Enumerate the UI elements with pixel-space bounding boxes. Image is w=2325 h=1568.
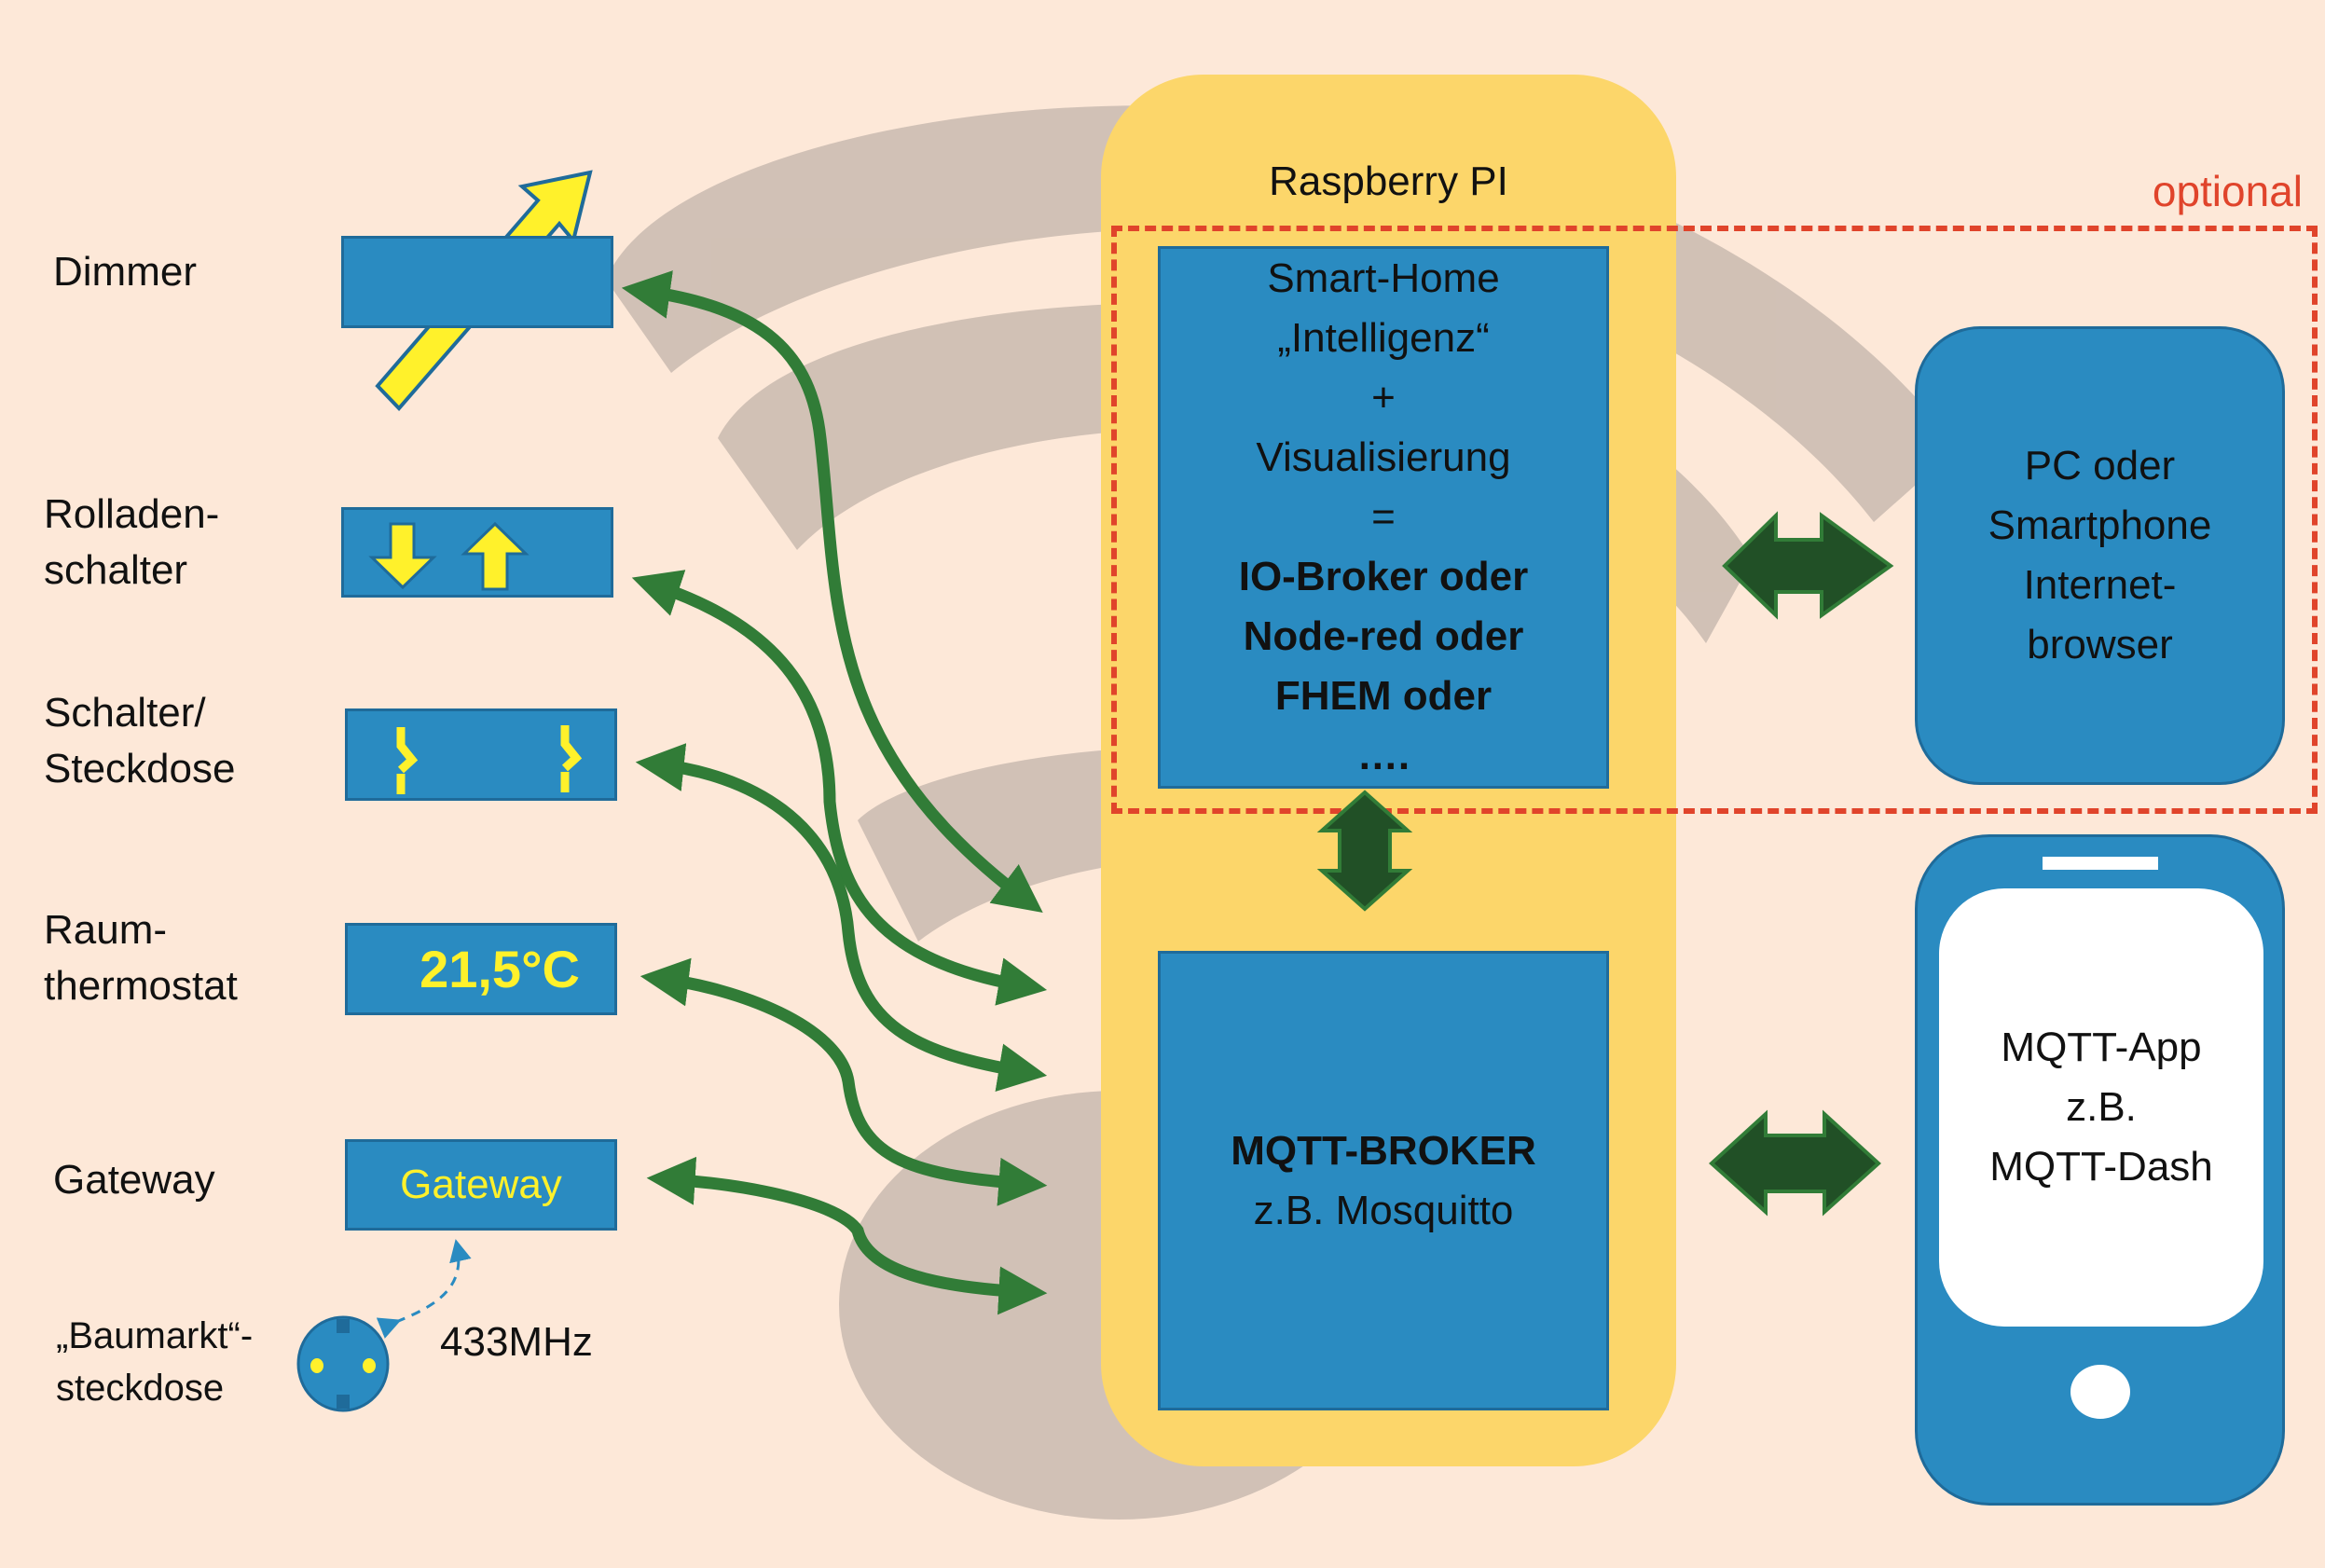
pc-line: Smartphone: [1988, 502, 2212, 548]
phone-speaker-icon: [2043, 857, 2158, 870]
pc-line: browser: [2027, 622, 2173, 667]
thermostat-display: 21,5°C: [420, 940, 580, 998]
switch-socket-device[interactable]: [345, 708, 617, 801]
mqtt-broker-box[interactable]: MQTT-BROKER z.B. Mosquitto: [1158, 951, 1609, 1410]
down-up-arrows-icon: [368, 521, 530, 591]
device-label-gateway: Gateway: [53, 1157, 215, 1203]
raspberry-pi-title: Raspberry PI: [1269, 158, 1508, 204]
frequency-label: 433MHz: [440, 1319, 593, 1365]
device-label-thermostat: Raum- thermostat: [44, 907, 238, 1009]
device-label-schalter: Schalter/ Steckdose: [44, 690, 236, 791]
switch-contacts-icon: [396, 725, 583, 794]
thermostat-device[interactable]: 21,5°C: [345, 923, 617, 1015]
device-label-rolladen: Rolladen- schalter: [44, 491, 220, 593]
software-option: FHEM oder: [1274, 673, 1493, 719]
smart-home-line: =: [1371, 494, 1396, 540]
phone-line: MQTT-Dash: [1989, 1144, 2213, 1190]
pc-line: Internet-: [2023, 562, 2177, 608]
socket-label: „Baumarkt“- steckdose: [56, 1315, 254, 1409]
pc-line: PC oder: [2024, 443, 2176, 488]
dimmer-slider-arrow-icon: [375, 170, 593, 411]
smartphone-device[interactable]: MQTT-App z.B. MQTT-Dash: [1915, 834, 2285, 1506]
smart-home-line: +: [1371, 375, 1396, 420]
smart-home-box[interactable]: Smart-Home „Intelligenz“ + Visualisierun…: [1158, 246, 1609, 789]
phone-screen: MQTT-App z.B. MQTT-Dash: [1939, 888, 2263, 1327]
pc-browser-box[interactable]: PC oder Smartphone Internet- browser: [1915, 326, 2285, 785]
dimmer-device[interactable]: [341, 236, 613, 328]
gateway-display: Gateway: [400, 1162, 562, 1207]
smart-home-line: Visualisierung: [1256, 434, 1511, 480]
gateway-device[interactable]: Gateway: [345, 1139, 617, 1231]
phone-home-button-icon[interactable]: [2070, 1365, 2130, 1419]
optional-region: [1111, 226, 2318, 814]
software-option: Node-red oder: [1243, 613, 1524, 659]
device-label-dimmer: Dimmer: [53, 249, 197, 295]
phone-line: z.B.: [2066, 1084, 2137, 1130]
rolladen-switch-device[interactable]: [341, 507, 613, 598]
smart-home-line: Smart-Home: [1267, 255, 1500, 301]
power-socket-icon[interactable]: [294, 1314, 392, 1413]
software-option: ….: [1356, 733, 1410, 778]
optional-label: optional: [2152, 167, 2303, 215]
mqtt-broker-title: MQTT-BROKER: [1231, 1127, 1536, 1174]
smart-home-line: „Intelligenz“: [1277, 315, 1490, 361]
software-option: IO-Broker oder: [1238, 554, 1529, 599]
phone-line: MQTT-App: [2001, 1025, 2202, 1070]
mqtt-broker-subtitle: z.B. Mosquitto: [1253, 1187, 1514, 1233]
